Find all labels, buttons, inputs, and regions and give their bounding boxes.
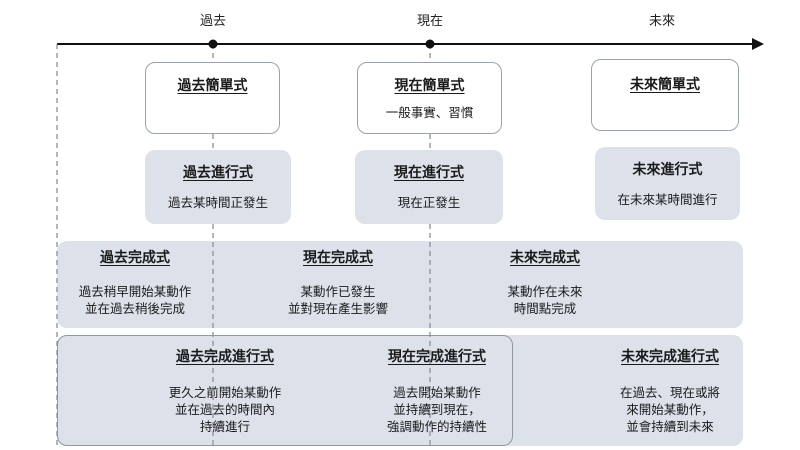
past-perfect-title: 過去完成式 xyxy=(100,250,170,266)
future-perfect-progressive-line-1: 在過去、現在或將 xyxy=(619,385,720,400)
timeline-label-present: 現在 xyxy=(416,14,444,29)
present-simple-desc: 一般事實、習慣 xyxy=(385,105,474,120)
present-perfect-line-2: 並對現在產生影響 xyxy=(287,301,388,316)
present-simple-box: 現在簡單式 一般事實、習慣 xyxy=(357,62,502,134)
present-perfect-block: 現在完成式 某動作已發生 並對現在產生影響 xyxy=(253,247,423,317)
future-perfect-progressive-title: 未來完成進行式 xyxy=(621,349,719,365)
past-progressive-desc: 過去某時間正發生 xyxy=(167,195,268,210)
past-perfect-line-2: 並在過去稍後完成 xyxy=(84,301,185,316)
past-progressive-box: 過去進行式 過去某時間正發生 xyxy=(145,150,291,224)
past-simple-title: 過去簡單式 xyxy=(177,78,248,94)
present-perfect-title: 現在完成式 xyxy=(303,250,373,266)
future-progressive-title: 未來進行式 xyxy=(632,162,703,178)
present-perfect-line-1: 某動作已發生 xyxy=(300,284,376,299)
past-perfect-progressive-line-1: 更久之前開始某動作 xyxy=(168,385,282,400)
past-simple-box: 過去簡單式 xyxy=(145,62,280,134)
present-perfect-progressive-title: 現在完成進行式 xyxy=(388,349,486,365)
timeline-arrowhead xyxy=(752,38,764,50)
future-perfect-progressive-line-2: 來開始某動作， xyxy=(626,402,714,417)
past-perfect-progressive-box xyxy=(57,335,513,446)
present-progressive-box: 現在進行式 現在正發生 xyxy=(355,150,503,224)
perfect-band xyxy=(57,241,743,328)
present-perfect-progressive-line-3: 強調動作的持續性 xyxy=(386,419,487,434)
present-perfect-progressive-line-2: 並持續到現在， xyxy=(393,402,481,417)
future-progressive-box: 未來進行式 在未來某時間進行 xyxy=(595,147,740,220)
present-progressive-title: 現在進行式 xyxy=(394,165,464,181)
present-perfect-progressive-block: 現在完成進行式 過去開始某動作 並持續到現在， 強調動作的持續性 xyxy=(352,346,522,435)
future-perfect-title: 未來完成式 xyxy=(510,250,580,266)
timeline-label-future: 未來 xyxy=(648,14,676,29)
past-progressive-title: 過去進行式 xyxy=(183,165,253,181)
timeline-dot-past xyxy=(208,39,218,49)
timeline-label-past: 過去 xyxy=(199,14,227,29)
past-perfect-progressive-block: 過去完成進行式 更久之前開始某動作 並在過去的時間內 持續進行 xyxy=(140,346,310,435)
timeline-dot-present xyxy=(425,39,435,49)
future-perfect-line-2: 時間點完成 xyxy=(513,301,577,316)
future-perfect-progressive-line-3: 並會持續到未來 xyxy=(626,419,714,434)
present-simple-title: 現在簡單式 xyxy=(394,78,465,94)
future-perfect-block: 未來完成式 某動作在未來 時間點完成 xyxy=(460,247,630,317)
future-perfect-progressive-block: 未來完成進行式 在過去、現在或將 來開始某動作， 並會持續到未來 xyxy=(590,346,750,435)
past-perfect-progressive-line-2: 並在過去的時間內 xyxy=(174,402,275,417)
future-perfect-line-1: 某動作在未來 xyxy=(507,284,583,299)
present-progressive-desc: 現在正發生 xyxy=(397,195,461,210)
future-simple-box: 未來簡單式 xyxy=(591,59,739,131)
past-perfect-progressive-line-3: 持續進行 xyxy=(199,419,250,434)
past-perfect-block: 過去完成式 過去稍早開始某動作 並在過去稍後完成 xyxy=(57,247,213,317)
past-perfect-progressive-title: 過去完成進行式 xyxy=(176,349,274,365)
past-perfect-line-1: 過去稍早開始某動作 xyxy=(78,284,192,299)
present-perfect-progressive-line-1: 過去開始某動作 xyxy=(393,385,481,400)
future-progressive-desc: 在未來某時間進行 xyxy=(617,192,718,207)
future-simple-title: 未來簡單式 xyxy=(630,77,700,93)
